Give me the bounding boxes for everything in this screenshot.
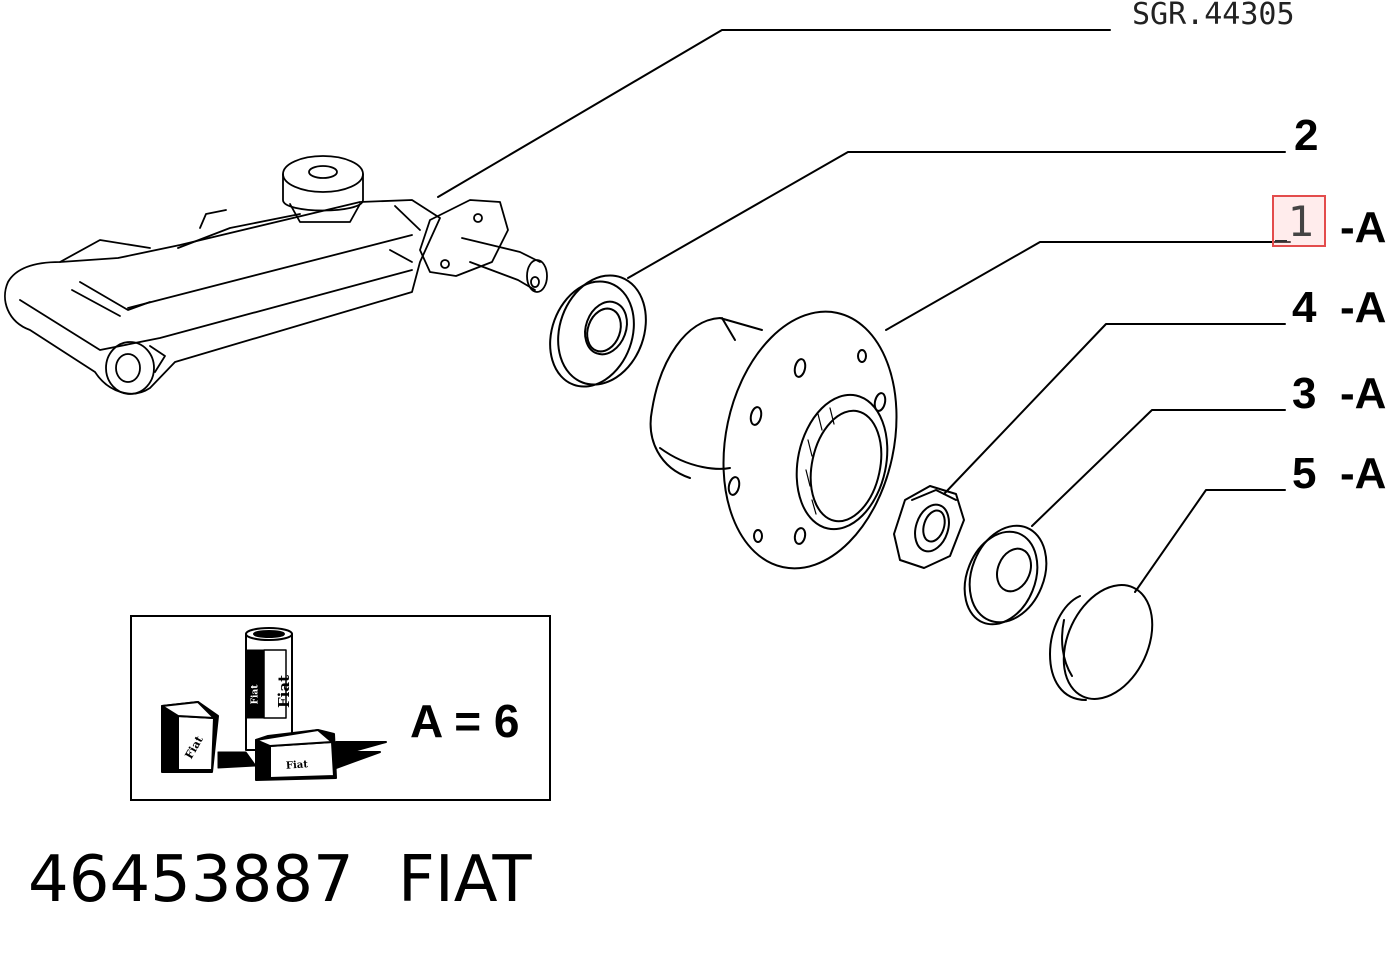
part-5-cap-drawing: [1049, 584, 1154, 701]
callout-2-number: 2: [1294, 111, 1319, 160]
lubricant-icon-drawing: [161, 627, 387, 781]
axle-beam-drawing: [4, 155, 548, 395]
callout-5-number: 5: [1292, 449, 1317, 498]
lubricant-legend-box: [130, 615, 551, 801]
box-brand-logo-2: Fiat: [285, 759, 309, 772]
callout-1-suffix: -A: [1340, 203, 1387, 252]
leader-line-3: [1031, 409, 1286, 527]
tube-brand-logo: Fiat: [275, 675, 293, 708]
drawing-reference-code: SGR.44305: [1132, 0, 1295, 32]
callout-4-suffix: -A: [1340, 283, 1387, 332]
callout-1-number: 1: [1288, 197, 1315, 246]
callout-1-highlight-box: [1272, 195, 1326, 247]
part-1-hub-drawing: [649, 310, 898, 570]
legend-quantity-text: A = 6: [410, 695, 520, 747]
tube-brand-logo-small: Fiat: [250, 684, 261, 705]
part-3-washer-drawing: [963, 524, 1048, 626]
callout-4-number: 4: [1292, 283, 1317, 332]
callout-1-underscore: [1275, 240, 1287, 242]
leader-line-reference: [437, 29, 1111, 198]
leader-line-4: [943, 323, 1286, 495]
leader-line-5: [1134, 489, 1286, 593]
leader-line-2: [627, 151, 1286, 279]
part-2-washer-drawing: [549, 274, 647, 388]
brand-name: FIAT: [398, 843, 532, 917]
leader-lines: [437, 29, 1291, 593]
callout-3-suffix: -A: [1340, 369, 1387, 418]
callout-3-number: 3: [1292, 369, 1317, 418]
part-4-nut-drawing: [893, 485, 965, 569]
part-number: 46453887: [28, 843, 354, 917]
leader-line-1: [885, 241, 1291, 331]
callout-5-suffix: -A: [1340, 449, 1387, 498]
